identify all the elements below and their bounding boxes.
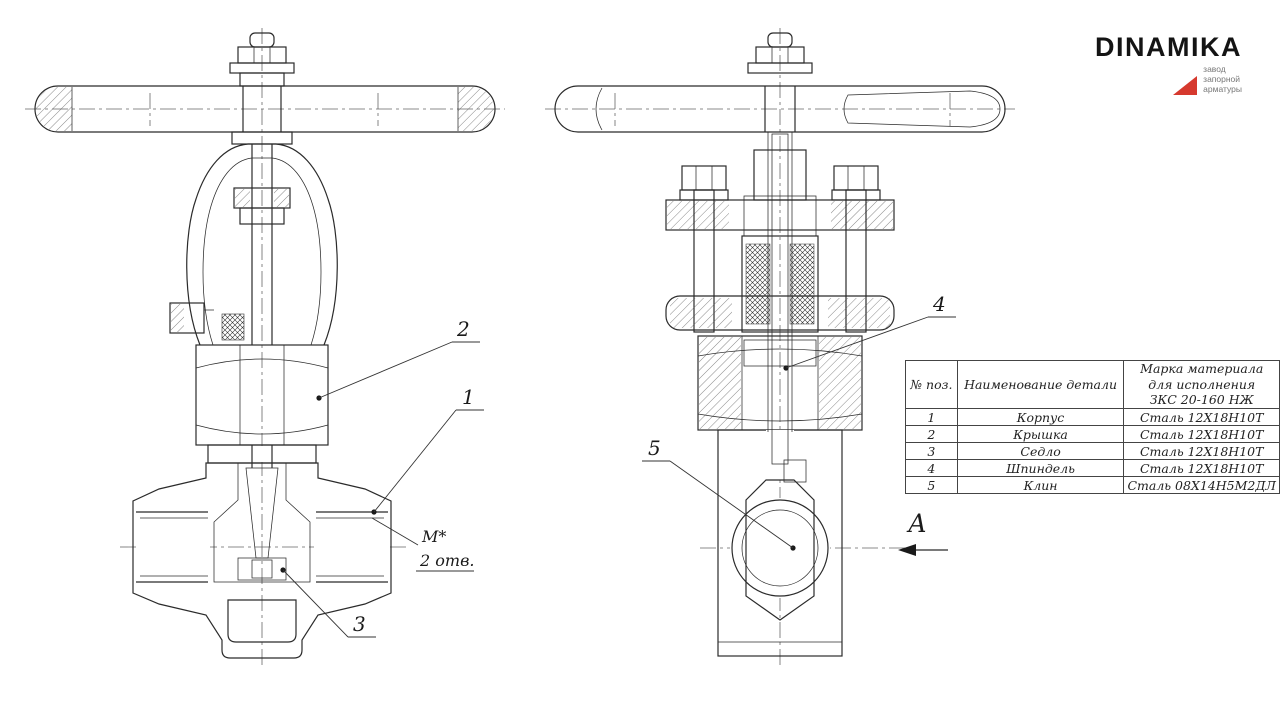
right-view-side-section — [545, 28, 1015, 665]
callouts: 1 2 3 4 5 M* 2 отв. — [280, 292, 956, 638]
tagline-line-2: запорной — [1203, 74, 1241, 85]
tagline-line-1: завод — [1203, 64, 1226, 74]
parts-table-header-row: № поз. Наименование детали Марка материа… — [905, 360, 1280, 409]
holes-count-label: 2 отв. — [419, 551, 474, 570]
yoke-bolted-bracket — [665, 149, 895, 333]
view-direction-arrow-icon — [898, 544, 916, 556]
col-header-material: Марка материала для исполнения ЗКС 20-16… — [1123, 360, 1280, 409]
stem-nut-assembly-side — [747, 32, 813, 74]
cell-name: Клин — [956, 476, 1125, 494]
material-header-line-3: ЗКС 20-160 НЖ — [1149, 392, 1254, 408]
callout-4: 4 — [932, 292, 946, 316]
cell-material: Сталь 12Х18Н10Т — [1123, 408, 1280, 426]
cell-material: Сталь 12Х18Н10Т — [1123, 425, 1280, 443]
view-a-label: А — [906, 509, 927, 538]
logo-tagline: завод запорной арматуры — [1203, 64, 1242, 95]
cell-pos: 1 — [905, 408, 958, 426]
cell-name: Шпиндель — [956, 459, 1125, 477]
tagline-line-3: арматуры — [1203, 84, 1242, 95]
table-row: 4 Шпиндель Сталь 12Х18Н10Т — [905, 459, 1280, 477]
callout-1: 1 — [462, 385, 475, 409]
parts-table: № поз. Наименование детали Марка материа… — [905, 360, 1280, 494]
cell-material: Сталь 08Х14Н5М2ДЛ — [1123, 476, 1280, 494]
callout-2: 2 — [456, 317, 470, 341]
logo-triangle-icon — [1173, 75, 1198, 95]
cell-pos: 3 — [905, 442, 958, 460]
cell-material: Сталь 12Х18Н10Т — [1123, 459, 1280, 477]
stem-nut-assembly — [229, 32, 295, 87]
handwheel-front — [34, 85, 496, 145]
valve-body-front — [132, 444, 392, 659]
cell-pos: 4 — [905, 459, 958, 477]
view-a-indicator: А — [898, 509, 948, 556]
logo: DINAMIKA завод запорной арматуры — [1095, 34, 1242, 95]
callout-3: 3 — [353, 612, 366, 636]
logo-brand: DINAMIKA — [1095, 32, 1242, 62]
material-header-line-1: Марка материала — [1140, 361, 1264, 377]
table-row: 3 Седло Сталь 12Х18Н10Т — [905, 442, 1280, 460]
handwheel-side — [554, 85, 1006, 133]
material-header-line-2: для исполнения — [1148, 376, 1256, 392]
col-header-name: Наименование детали — [956, 360, 1125, 409]
left-view-front-section — [25, 28, 505, 668]
table-row: 1 Корпус Сталь 12Х18Н10Т — [905, 408, 1280, 426]
table-row: 2 Крышка Сталь 12Х18Н10Т — [905, 425, 1280, 443]
cell-pos: 2 — [905, 425, 958, 443]
cell-name: Седло — [956, 442, 1125, 460]
valve-body-side — [717, 429, 843, 657]
cell-name: Крышка — [956, 425, 1125, 443]
table-row: 5 Клин Сталь 08Х14Н5М2ДЛ — [905, 476, 1280, 494]
col-header-pos: № поз. — [905, 360, 958, 409]
cell-pos: 5 — [905, 476, 958, 494]
yoke-arch — [169, 143, 338, 346]
cell-name: Корпус — [956, 408, 1125, 426]
cell-material: Сталь 12Х18Н10Т — [1123, 442, 1280, 460]
spindle — [767, 132, 793, 465]
callout-5: 5 — [648, 436, 661, 460]
thread-size-label: M* — [421, 527, 446, 546]
